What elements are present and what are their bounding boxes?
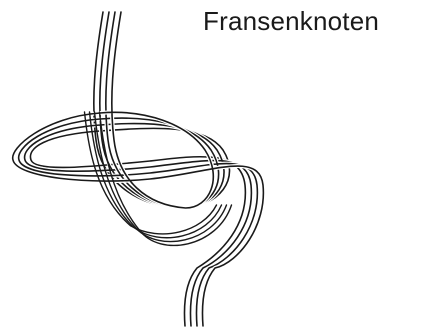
knot-illustration xyxy=(0,0,427,332)
